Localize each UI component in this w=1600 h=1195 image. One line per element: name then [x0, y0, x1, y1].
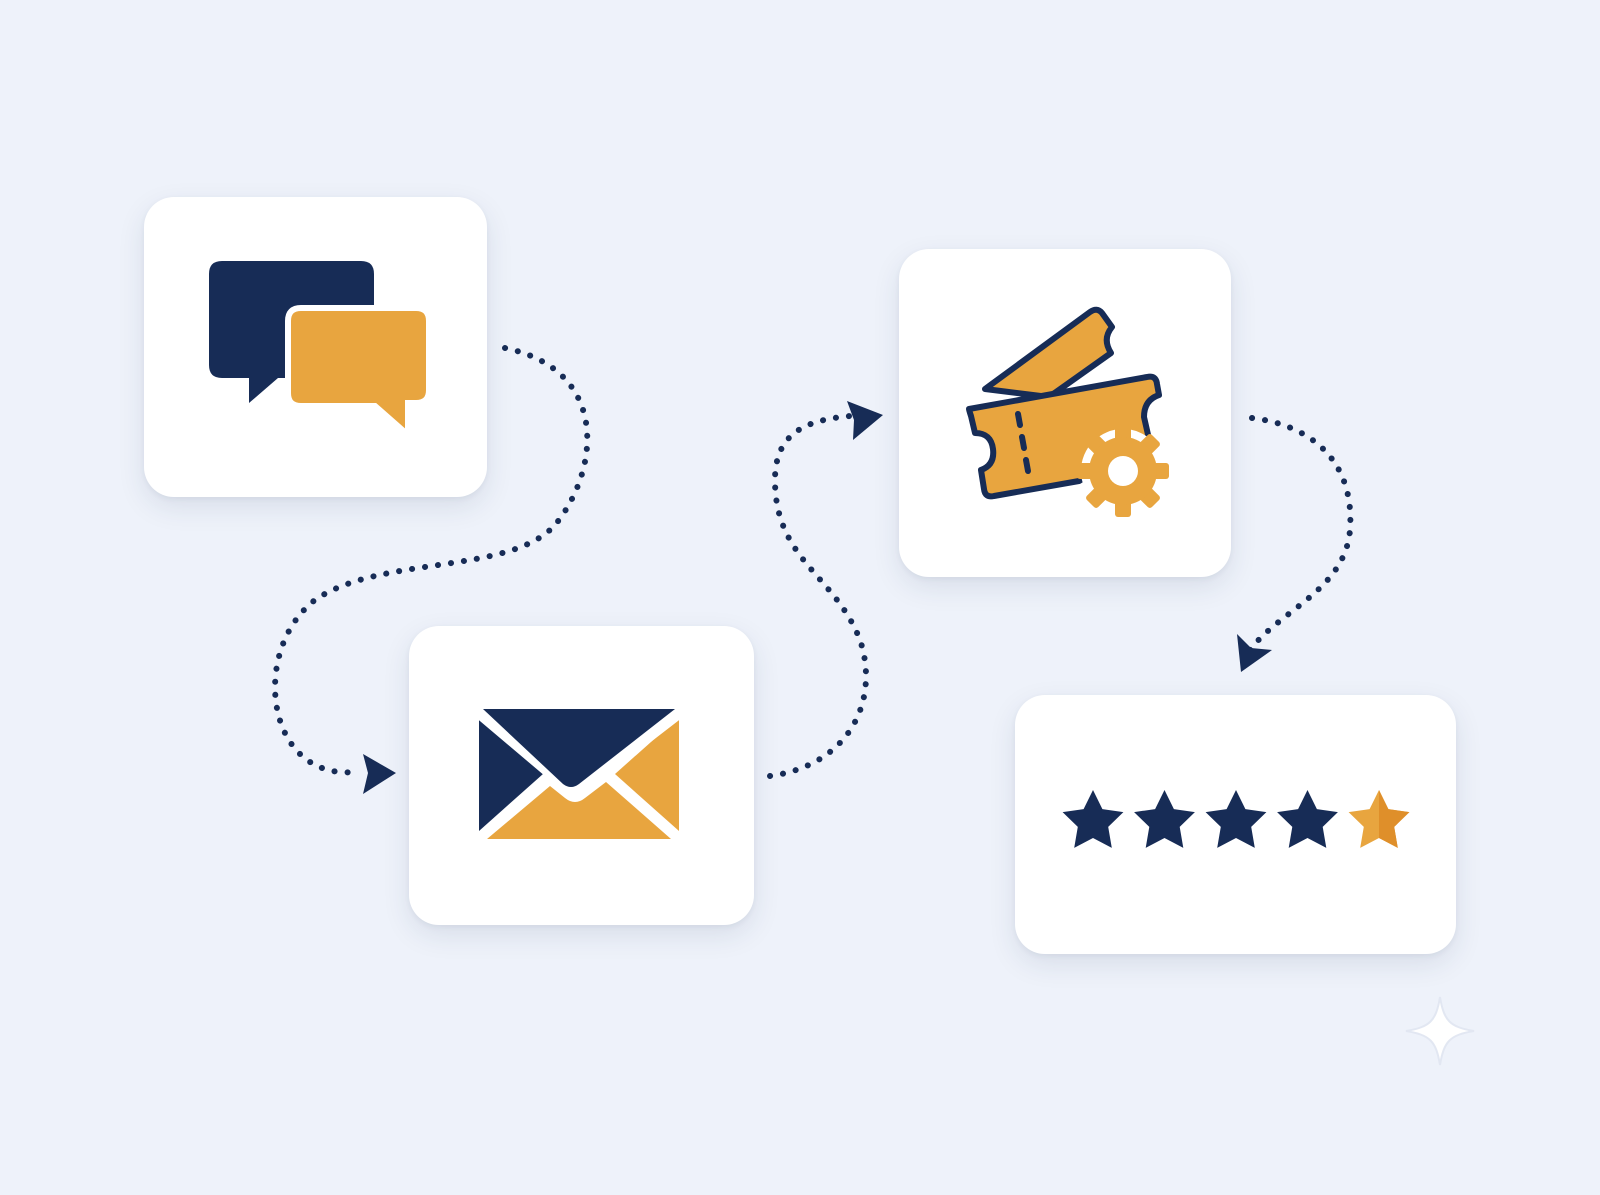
ticket-gear-icon	[966, 306, 1169, 517]
step-card-chat	[144, 197, 487, 497]
sparkle-icon	[1405, 996, 1475, 1066]
step-card-ticket	[899, 249, 1231, 577]
arrowhead-to-ticket	[847, 401, 883, 440]
step-card-email	[409, 626, 754, 925]
step-card-rating	[1015, 695, 1456, 954]
rating-star-2	[1134, 790, 1195, 848]
arrowhead-to-rating	[1237, 634, 1272, 672]
rating-star-4	[1277, 790, 1338, 848]
arrowhead-to-mail	[363, 754, 396, 794]
envelope-icon	[477, 709, 681, 839]
rating-star-5	[1348, 790, 1410, 848]
rating-star-1	[1062, 790, 1124, 848]
star-rating-icon	[1062, 790, 1410, 848]
connector-mail-to-ticket	[767, 413, 869, 779]
rating-star-3	[1205, 790, 1267, 848]
chat-bubbles-icon	[209, 261, 432, 442]
connector-ticket-to-rating	[1247, 415, 1354, 653]
